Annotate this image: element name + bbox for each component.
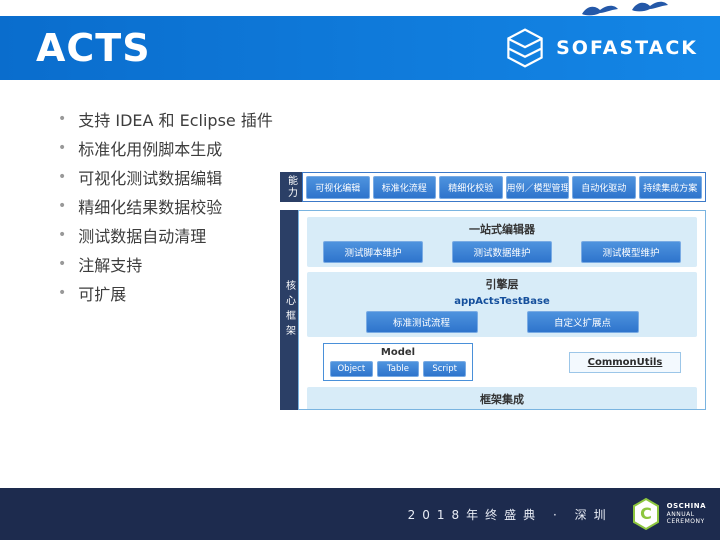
capability-item: 用例／模型管理: [505, 175, 569, 199]
list-item: • 测试数据自动清理: [58, 220, 273, 249]
model-box: Model Object Table Script: [323, 343, 473, 381]
feature-text: 可扩展: [78, 284, 127, 304]
oschina-text: OSCHINA ANNUAL CEREMONY: [667, 502, 706, 526]
engine-buttons: 标准测试流程 自定义扩展点: [317, 311, 687, 333]
bullet-icon: •: [58, 197, 67, 214]
oschina-line: CEREMONY: [666, 518, 705, 526]
feature-text: 精细化结果数据校验: [78, 197, 223, 217]
footer: 2018年终盛典 · 深圳 C OSCHINA ANNUAL CEREMONY: [0, 488, 720, 540]
list-item: • 支持 IDEA 和 Eclipse 插件: [58, 104, 273, 133]
common-utils: CommonUtils: [569, 351, 681, 373]
editor-buttons: 测试脚本维护 测试数据维护 测试模型维护: [317, 241, 687, 263]
editor-title: 一站式编辑器: [469, 223, 535, 236]
feature-list: • 支持 IDEA 和 Eclipse 插件 • 标准化用例脚本生成 • 可视化测试数…: [58, 104, 273, 307]
engine-title: 引擎层: [485, 278, 519, 291]
list-item: • 注解支持: [58, 249, 273, 278]
sofastack-logo: SOFASTACK: [504, 16, 698, 80]
bullet-icon: •: [58, 168, 67, 185]
list-item: • 精细化结果数据校验: [58, 191, 273, 220]
model-item: Script: [423, 361, 467, 377]
model-buttons: Object Table Script: [330, 361, 467, 377]
editor-item: 测试模型维护: [581, 241, 681, 263]
sofastack-icon: [507, 28, 543, 68]
capability-item: 自动化驱动: [572, 175, 636, 199]
bullet-icon: •: [58, 226, 67, 243]
capability-label: 能力: [280, 172, 302, 202]
bullet-icon: •: [58, 110, 67, 127]
editor-panel: 一站式编辑器 测试脚本维护 测试数据维护 测试模型维护: [307, 217, 697, 267]
page-title: ACTS: [36, 26, 151, 70]
feature-text: 可视化测试数据编辑: [78, 168, 223, 188]
integration-panel: 框架集成 数据层 运行方式 运行环境: [307, 387, 697, 409]
engine-item: 自定义扩展点: [526, 311, 639, 333]
model-row: Model Object Table Script CommonUtils: [307, 343, 697, 381]
capability-item: 精细化校验: [439, 175, 503, 199]
capability-box: 可视化编辑 标准化流程 精细化校验 用例／模型管理 自动化驱动 持续集成方案: [302, 172, 706, 202]
capability-row: 能力 可视化编辑 标准化流程 精细化校验 用例／模型管理 自动化驱动 持续集成方…: [280, 172, 706, 202]
integration-title: 框架集成: [480, 393, 524, 406]
engine-panel: 引擎层 appActsTestBase 标准测试流程 自定义扩展点: [307, 272, 697, 337]
swallow-icon: [582, 1, 668, 16]
editor-item: 测试脚本维护: [323, 241, 423, 263]
oschina-badge-icon: C: [632, 497, 659, 531]
feature-text: 测试数据自动清理: [78, 226, 207, 246]
header: ACTS SOFASTACK: [0, 16, 720, 80]
core-frame-box: 一站式编辑器 测试脚本维护 测试数据维护 测试模型维护 引擎层 appActsT…: [298, 210, 706, 410]
brand-name: SOFASTACK: [556, 37, 698, 59]
engine-base-class: appActsTestBase: [454, 296, 550, 307]
capability-item: 可视化编辑: [306, 175, 370, 199]
model-item: Table: [376, 361, 420, 377]
oschina-logo: C OSCHINA ANNUAL CEREMONY: [631, 497, 706, 531]
feature-text: 注解支持: [78, 255, 143, 275]
editor-item: 测试数据维护: [452, 241, 552, 263]
capability-item: 持续集成方案: [638, 175, 702, 199]
bullet-icon: •: [58, 284, 67, 301]
oschina-line: OSCHINA: [666, 502, 706, 511]
feature-text: 支持 IDEA 和 Eclipse 插件: [78, 110, 273, 130]
bullet-icon: •: [58, 139, 67, 156]
core-frame-label: 核心框架: [280, 210, 298, 410]
core-frame-row: 核心框架 一站式编辑器 测试脚本维护 测试数据维护 测试模型维护 引擎层 app…: [280, 210, 706, 410]
architecture-diagram: 能力 可视化编辑 标准化流程 精细化校验 用例／模型管理 自动化驱动 持续集成方…: [280, 172, 706, 410]
list-item: • 标准化用例脚本生成: [58, 133, 273, 162]
feature-text: 标准化用例脚本生成: [78, 139, 223, 159]
list-item: • 可扩展: [58, 278, 273, 307]
model-title: Model: [380, 347, 416, 358]
oschina-letter: C: [640, 504, 652, 523]
footer-caption: 2018年终盛典 · 深圳: [407, 507, 613, 522]
engine-item: 标准测试流程: [365, 311, 478, 333]
oschina-line: ANNUAL: [666, 510, 695, 518]
model-item: Object: [330, 361, 373, 377]
list-item: • 可视化测试数据编辑: [58, 162, 273, 191]
capability-item: 标准化流程: [372, 175, 436, 199]
bullet-icon: •: [58, 255, 67, 272]
